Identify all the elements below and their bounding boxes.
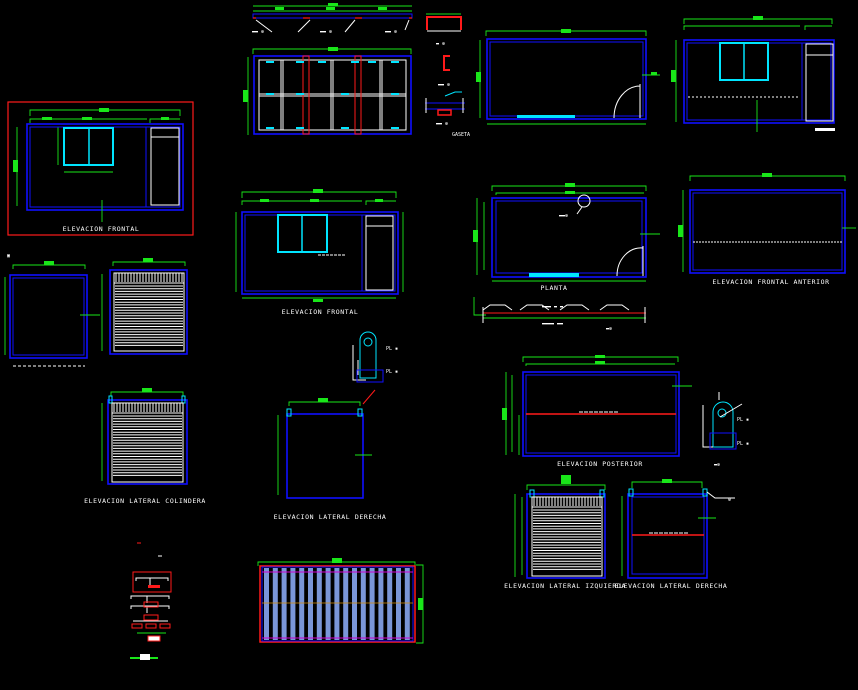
right-side-elevation[interactable]: ⊕ ELEVACION LATERAL DERECHA (615, 479, 735, 590)
svg-text:▬▬ ⊕: ▬▬ ⊕ (385, 29, 397, 35)
roof-sheet-rib (290, 568, 296, 640)
side-panel-left[interactable]: ▣ (4, 253, 103, 367)
roof-sheet-rib (281, 568, 287, 640)
svg-text:▬ ⊕: ▬ ⊕ (436, 41, 445, 47)
view-title: PLANTA (540, 284, 567, 292)
roof-sheet-rib (264, 568, 269, 640)
front-elevation[interactable]: ELEVACION FRONTAL (235, 189, 404, 316)
svg-text:PL ▪: PL ▪ (386, 346, 398, 352)
svg-text:▣: ▣ (7, 253, 10, 259)
louvered-panel[interactable] (109, 258, 188, 355)
svg-text:⊕: ⊕ (728, 497, 731, 503)
grid-frame-elevation[interactable] (243, 47, 412, 135)
svg-text:PL ▪: PL ▪ (386, 369, 398, 375)
roof-sheet-rib (404, 568, 410, 640)
view-title: ELEVACION LATERAL DERECHA (274, 513, 387, 521)
roof-sheet-rib (308, 568, 313, 640)
roof-plan[interactable] (257, 558, 424, 644)
svg-text:▬▬▬▬ ▬▬: ▬▬▬▬ ▬▬ (542, 321, 563, 327)
svg-text:▬⊕: ▬⊕ (714, 462, 720, 468)
view-title: ELEVACION LATERAL IZQUIERDA (504, 582, 626, 590)
top-beam-plan[interactable]: ▬▬ ⊕ ▬▬ ⊕ ▬▬ ⊕ (252, 3, 413, 35)
view-title: ELEVACION FRONTAL ANTERIOR (712, 278, 829, 286)
roof-sheet-rib (352, 568, 357, 640)
view-title: ELEVACION FRONTAL (282, 308, 359, 316)
plate-detail-middle[interactable]: PL ▪ PL ▪ (352, 331, 398, 405)
right-side-elevation-middle[interactable]: ELEVACION LATERAL DERECHA (274, 398, 387, 521)
view-title: GASETA (452, 132, 470, 138)
svg-text:▬▬ ⊕: ▬▬ ⊕ (438, 82, 450, 88)
roof-sheet-rib (378, 568, 384, 640)
roof-sheet-rib (272, 568, 278, 640)
view-title: ELEVACION POSTERIOR (557, 460, 643, 468)
roof-sheet-rib (387, 568, 393, 640)
svg-text:▬▬ ⊕: ▬▬ ⊕ (252, 29, 264, 35)
svg-text:▬▬⊕: ▬▬⊕ (559, 213, 568, 219)
left-side-elevation[interactable]: ELEVACION LATERAL IZQUIERDA (504, 475, 626, 590)
gusset-detail[interactable]: ▬ ⊕ ▬▬ ⊕ ▬▬ ⊕ GASETA (425, 13, 470, 138)
roof-sheet-rib (360, 568, 366, 640)
front-elevation-anterior[interactable]: ELEVACION FRONTAL ANTERIOR (678, 173, 856, 286)
front-elevation-framed[interactable]: ELEVACION FRONTAL (7, 101, 194, 236)
svg-text:▬▬▬ ▬ ▬: ▬▬▬ ▬ ▬ (542, 304, 563, 310)
section-details[interactable] (130, 542, 172, 660)
svg-text:▬▬ ⊕: ▬▬ ⊕ (436, 121, 448, 127)
roof-sheet-rib (369, 568, 375, 640)
top-plan[interactable] (476, 29, 660, 125)
svg-text:▬▬ ⊕: ▬▬ ⊕ (320, 29, 332, 35)
rear-elevation[interactable]: ELEVACION POSTERIOR (502, 355, 692, 468)
svg-text:▬⊕: ▬⊕ (606, 326, 612, 332)
top-right-elevation[interactable] (671, 16, 835, 132)
svg-text:PL ▪: PL ▪ (737, 417, 749, 423)
plan-view[interactable]: ▬▬⊕ PLANTA (473, 183, 660, 292)
roof-sheet-rib (396, 568, 401, 640)
plate-detail-right[interactable]: PL ▪ PL ▪ ▬⊕ (702, 392, 749, 468)
roof-sheet-rib (316, 568, 322, 640)
roof-sheet-rib (325, 568, 331, 640)
adjacent-side-elevation[interactable]: ELEVACION LATERAL COLINDERA (84, 388, 206, 505)
roof-sheet-rib (299, 568, 305, 640)
svg-text:PL ▪: PL ▪ (737, 441, 749, 447)
view-title: ELEVACION LATERAL COLINDERA (84, 497, 206, 505)
view-title: ELEVACION LATERAL DERECHA (615, 582, 728, 590)
view-title: ELEVACION FRONTAL (63, 225, 140, 233)
roof-sheet-rib (334, 568, 340, 640)
floor-section[interactable]: ▬▬▬ ▬ ▬ ▬▬▬▬ ▬▬ ▬⊕ (473, 297, 646, 332)
roof-sheet-rib (343, 568, 349, 640)
